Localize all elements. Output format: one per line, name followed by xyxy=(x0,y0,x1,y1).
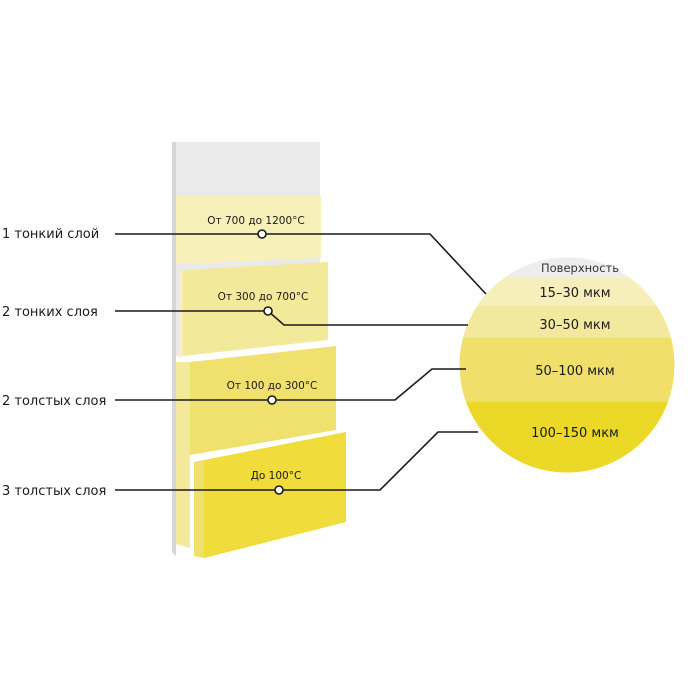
layer-4-label: 3 толстых слоя xyxy=(2,484,106,499)
band-2 xyxy=(459,306,675,338)
leader-node-1 xyxy=(257,229,267,239)
band-4-label: 100–150 мкм xyxy=(531,426,619,441)
leader-node-3 xyxy=(267,395,277,405)
surface-label: Поверхность xyxy=(541,261,619,275)
layer-1-shape xyxy=(176,196,321,264)
layer-3-temp: От 100 до 300°С xyxy=(227,380,318,392)
layer-1-temp: От 700 до 1200°С xyxy=(207,215,304,227)
band-3-label: 50–100 мкм xyxy=(535,364,614,379)
leader-line-4 xyxy=(115,431,478,491)
layer-2-side xyxy=(179,270,183,358)
layer-4-side xyxy=(194,460,204,558)
coating-layers xyxy=(176,196,346,558)
layer-3-side xyxy=(176,362,190,548)
layer-3-label: 2 толстых слоя xyxy=(2,394,106,409)
layer-1-label: 1 тонкий слой xyxy=(2,227,99,242)
layer-2-temp: От 300 до 700°С xyxy=(218,291,309,303)
leader-lines xyxy=(115,229,487,495)
layer-4-temp: До 100°С xyxy=(251,470,302,482)
leader-node-4 xyxy=(274,485,284,495)
layer-2-shape xyxy=(183,262,328,356)
band-3 xyxy=(459,338,675,402)
substrate-side xyxy=(172,142,176,556)
leader-line-3 xyxy=(115,368,466,401)
layer-2-label: 2 тонких слоя xyxy=(2,305,98,320)
layer-4-shape xyxy=(204,432,346,558)
band-1-label: 15–30 мкм xyxy=(539,286,610,301)
leader-line-2 xyxy=(115,310,468,326)
band-2-label: 30–50 мкм xyxy=(539,318,610,333)
leader-node-2 xyxy=(263,306,273,316)
leader-line-1 xyxy=(115,233,487,295)
